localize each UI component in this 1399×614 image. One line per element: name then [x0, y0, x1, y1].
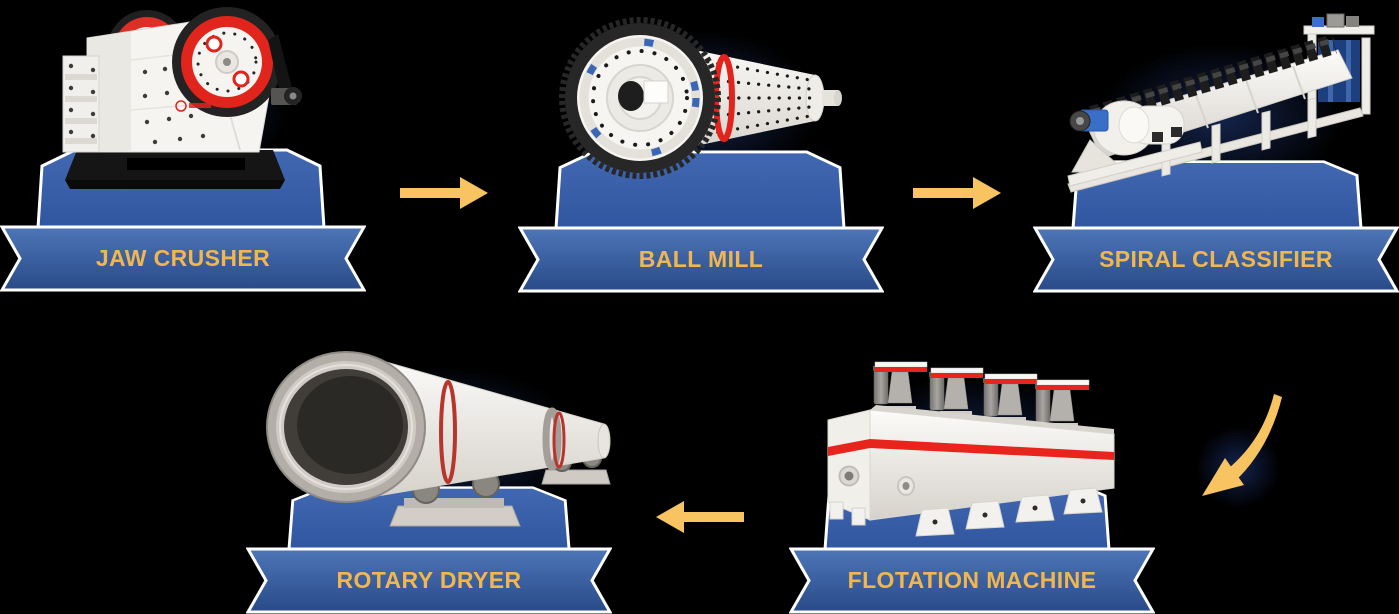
banner-flotation-machine: FLOTATION MACHINE: [789, 547, 1155, 614]
banner-rotary-dryer: ROTARY DRYER: [246, 547, 612, 614]
banner-label-flotation-machine: FLOTATION MACHINE: [847, 567, 1097, 593]
flow-arrow-curved-down-left: [1196, 392, 1296, 507]
banner-jaw-crusher: JAW CRUSHER: [0, 225, 366, 292]
banner-ball-mill: BALL MILL: [518, 226, 884, 293]
banner-label-rotary-dryer: ROTARY DRYER: [336, 567, 522, 593]
banner-label-spiral-classifier: SPIRAL CLASSIFIER: [1099, 246, 1333, 272]
flow-arrow-right-1: [400, 177, 488, 209]
banner-spiral-classifier: SPIRAL CLASSIFIER: [1033, 226, 1399, 293]
flow-arrow-right-2: [913, 177, 1001, 209]
flotation-machine-illustration: [818, 350, 1123, 550]
rotary-dryer-illustration: [250, 340, 630, 545]
flow-arrow-left: [656, 501, 744, 533]
banner-label-jaw-crusher: JAW CRUSHER: [95, 245, 271, 271]
ball-mill-illustration: [552, 5, 852, 190]
spiral-classifier-illustration: [1050, 12, 1382, 212]
banner-label-ball-mill: BALL MILL: [638, 246, 764, 272]
jaw-crusher-illustration: [35, 0, 315, 195]
